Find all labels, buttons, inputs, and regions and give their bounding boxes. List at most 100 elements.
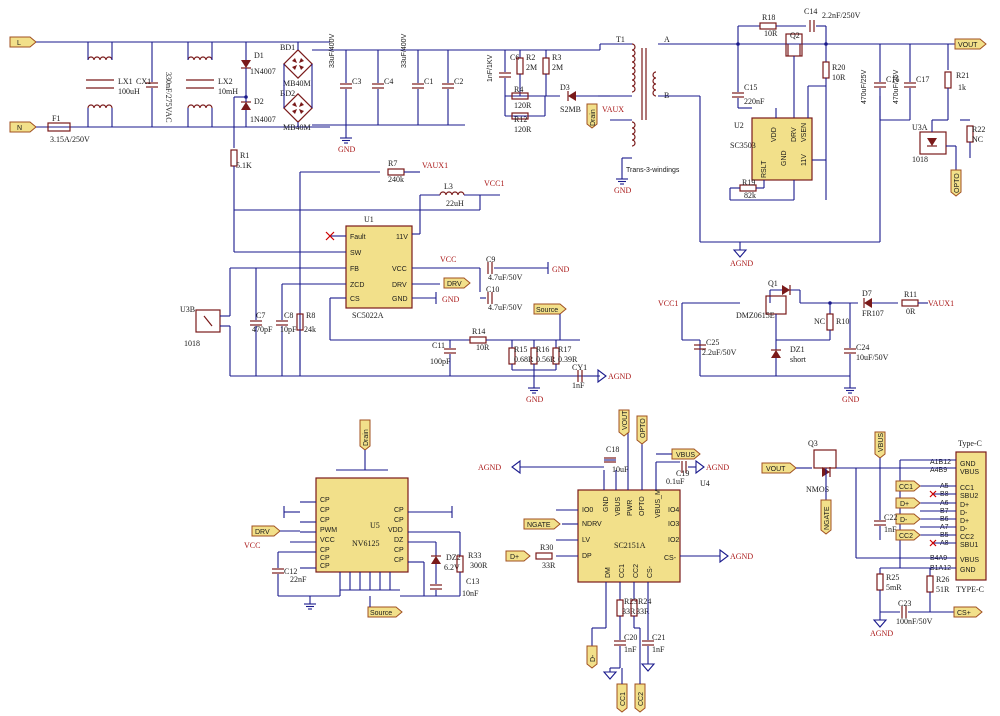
svg-text:CC1: CC1 <box>899 484 913 491</box>
svg-text:U3A: U3A <box>912 123 928 132</box>
net-label-vout-q3[interactable]: VOUT <box>761 462 812 474</box>
svg-text:C6: C6 <box>510 53 519 62</box>
svg-text:1nF: 1nF <box>884 525 897 534</box>
svg-text:VSEN: VSEN <box>801 123 808 142</box>
svg-text:D+: D+ <box>960 502 969 509</box>
svg-text:BD1: BD1 <box>280 43 295 52</box>
net-label-cc2-u4[interactable]: CC2 <box>634 627 646 713</box>
net-label-dp-usb[interactable]: D+ <box>895 497 921 509</box>
svg-text:CS-: CS- <box>647 565 654 578</box>
svg-text:0.56R: 0.56R <box>536 355 556 364</box>
ground-c24: GND <box>842 376 860 404</box>
svg-text:VOUT: VOUT <box>958 42 978 49</box>
controller-section: R7 240k VAUX1 L3 22uH VCC1 U1 SC5022A Fa… <box>180 159 631 404</box>
net-label-dm-u4[interactable]: D- <box>586 645 598 669</box>
net-label-n[interactable]: N <box>9 121 37 133</box>
svg-text:Drain: Drain <box>590 109 597 126</box>
capacitor-c14: C14 2.2nF/250V <box>804 7 861 44</box>
svg-text:4.7uF/50V: 4.7uF/50V <box>488 273 523 282</box>
svg-text:CS-: CS- <box>664 555 677 562</box>
svg-text:5.1K: 5.1K <box>236 161 252 170</box>
svg-text:CC2: CC2 <box>638 692 645 706</box>
net-label-cc1-u4[interactable]: CC1 <box>616 668 628 713</box>
resistor-r8: R8 24k <box>296 311 316 376</box>
capacitor-c17: C17 470uF/25V <box>893 44 929 120</box>
net-label-source-u5[interactable]: Source <box>367 596 403 618</box>
svg-text:DRV: DRV <box>392 282 407 289</box>
net-label-opto-u4[interactable]: OPTO <box>636 415 648 445</box>
net-label-cc1-usb[interactable]: CC1 <box>895 480 921 492</box>
svg-text:GND: GND <box>781 150 788 166</box>
capacitor-c2: C2 <box>441 50 463 125</box>
svg-text:LX2: LX2 <box>218 77 233 86</box>
svg-text:SBU2: SBU2 <box>960 493 978 500</box>
resistor-r14: R14 10R <box>469 327 580 352</box>
inductor-l3: L3 22uH <box>419 182 500 234</box>
svg-text:D1: D1 <box>254 51 264 60</box>
net-label-drv-u1[interactable]: DRV <box>443 277 471 289</box>
net-label-vcc-u1: VCC <box>440 255 456 264</box>
svg-text:L3: L3 <box>444 182 453 191</box>
net-label-drain-u5[interactable]: Drain <box>359 419 371 470</box>
svg-text:R1: R1 <box>240 151 249 160</box>
fuse-f1: F1 3.15A/250V <box>47 114 90 144</box>
svg-text:D-: D- <box>960 510 968 517</box>
svg-text:CP: CP <box>320 563 330 570</box>
net-label-drain[interactable]: Drain <box>586 103 598 129</box>
svg-text:10R: 10R <box>476 343 490 352</box>
agnd-u4-cs: AGND <box>719 548 753 564</box>
ic-u4: U4 SC2151A IO0 NDRV LV DP GND VBUS PWR O… <box>556 430 720 600</box>
net-label-drv-u5[interactable]: DRV <box>251 525 300 537</box>
svg-text:L: L <box>17 40 21 47</box>
svg-text:220nF: 220nF <box>744 97 765 106</box>
svg-text:VAUX: VAUX <box>602 105 624 114</box>
capacitor-c15: C15 220nF <box>731 44 765 109</box>
net-label-vcc1-q1: VCC1 <box>658 299 678 308</box>
svg-text:CC1: CC1 <box>960 485 974 492</box>
svg-text:0R: 0R <box>906 307 916 316</box>
net-label-vbus-u4[interactable]: VBUS <box>656 448 701 460</box>
svg-text:0.39R: 0.39R <box>558 355 578 364</box>
net-label-l[interactable]: L <box>9 36 37 48</box>
net-label-vout-u4[interactable]: VOUT <box>618 409 630 437</box>
inductor-lx2: LX2 10mH <box>186 42 238 127</box>
net-label-source-primary[interactable]: Source <box>533 303 567 340</box>
svg-text:D3: D3 <box>560 83 570 92</box>
svg-text:22nF: 22nF <box>290 575 307 584</box>
svg-text:R2: R2 <box>526 53 535 62</box>
svg-text:C8: C8 <box>284 311 293 320</box>
svg-text:NDRV: NDRV <box>582 521 602 528</box>
capacitor-c7: C7 470pF <box>249 268 273 376</box>
agnd-secondary: AGND <box>730 242 753 268</box>
svg-text:R19: R19 <box>742 178 755 187</box>
svg-text:AGND: AGND <box>730 552 753 561</box>
net-label-vout-top[interactable]: VOUT <box>954 38 987 50</box>
net-label-cs-usb[interactable]: CS+ <box>953 606 983 618</box>
svg-text:33R: 33R <box>542 561 556 570</box>
svg-text:CP: CP <box>394 507 404 514</box>
svg-text:D2: D2 <box>254 97 264 106</box>
svg-text:C11: C11 <box>432 341 445 350</box>
net-label-dm-usb[interactable]: D- <box>895 513 921 525</box>
mosfet-q1: Q1 DMZ0615E <box>736 279 801 340</box>
diode-d7: D7 FR107 <box>862 289 898 318</box>
svg-text:T1: T1 <box>616 35 625 44</box>
svg-text:470pF: 470pF <box>252 325 273 334</box>
net-label-opto-secondary[interactable]: OPTO <box>950 169 962 197</box>
svg-text:DRV: DRV <box>255 529 270 536</box>
net-label-vbus-usb[interactable]: VBUS <box>874 431 886 468</box>
net-label-vaux-t1: VAUX <box>602 105 624 114</box>
svg-text:DRV: DRV <box>447 281 462 288</box>
svg-text:VBUS_M: VBUS_M <box>655 489 662 518</box>
svg-text:C7: C7 <box>256 311 265 320</box>
svg-text:U5: U5 <box>370 521 380 530</box>
svg-text:VBUS: VBUS <box>615 497 622 516</box>
svg-text:11V: 11V <box>396 234 408 241</box>
net-label-ngate-u4[interactable]: NGATE <box>523 518 561 530</box>
net-label-dp-u4[interactable]: D+ <box>505 550 531 562</box>
net-label-cc2-usb[interactable]: CC2 <box>895 529 921 541</box>
resistor-r10: R10 NC <box>776 303 849 341</box>
net-label-ngate-q3[interactable]: NGATE <box>820 499 832 535</box>
capacitor-c4: C4 <box>371 50 393 125</box>
svg-text:D+: D+ <box>960 518 969 525</box>
